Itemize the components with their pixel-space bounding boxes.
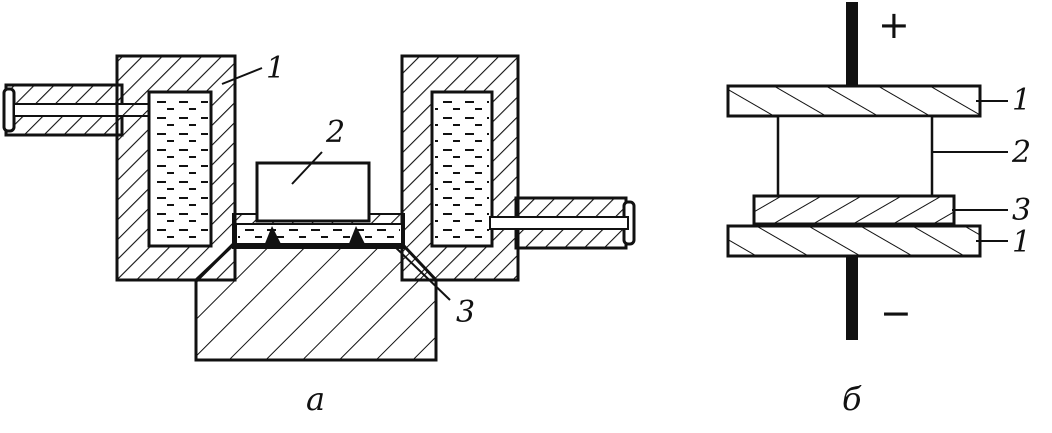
bottom-plate <box>726 224 982 258</box>
layer-3 <box>752 194 956 226</box>
panel-a: 1 2 3 а <box>2 51 636 418</box>
caption-a: а <box>306 380 325 418</box>
label-a-3: 3 <box>456 295 475 330</box>
caption-b: б <box>842 380 862 418</box>
panel-b: + − 1 2 3 1 б <box>726 2 1031 418</box>
label-b-3: 3 <box>1012 193 1031 228</box>
element-2 <box>255 161 371 223</box>
leader-lines-a <box>221 67 451 301</box>
base-block <box>194 244 438 362</box>
positive-sign: + <box>878 3 910 47</box>
label-b-1-top: 1 <box>1012 83 1031 118</box>
label-b-1-bottom: 1 <box>1012 225 1031 260</box>
label-a-2: 2 <box>325 115 345 150</box>
negative-electrode <box>846 256 858 340</box>
left-inlet-pipe <box>2 83 150 137</box>
element-2-b <box>776 114 934 198</box>
positive-electrode <box>846 2 858 86</box>
right-housing <box>400 54 520 282</box>
label-b-2: 2 <box>1011 135 1031 170</box>
leader-lines-b <box>932 100 1008 242</box>
left-housing <box>115 54 237 282</box>
top-plate <box>726 84 982 118</box>
negative-sign: − <box>880 291 912 335</box>
right-outlet-pipe <box>489 196 636 250</box>
label-a-1: 1 <box>266 51 285 86</box>
